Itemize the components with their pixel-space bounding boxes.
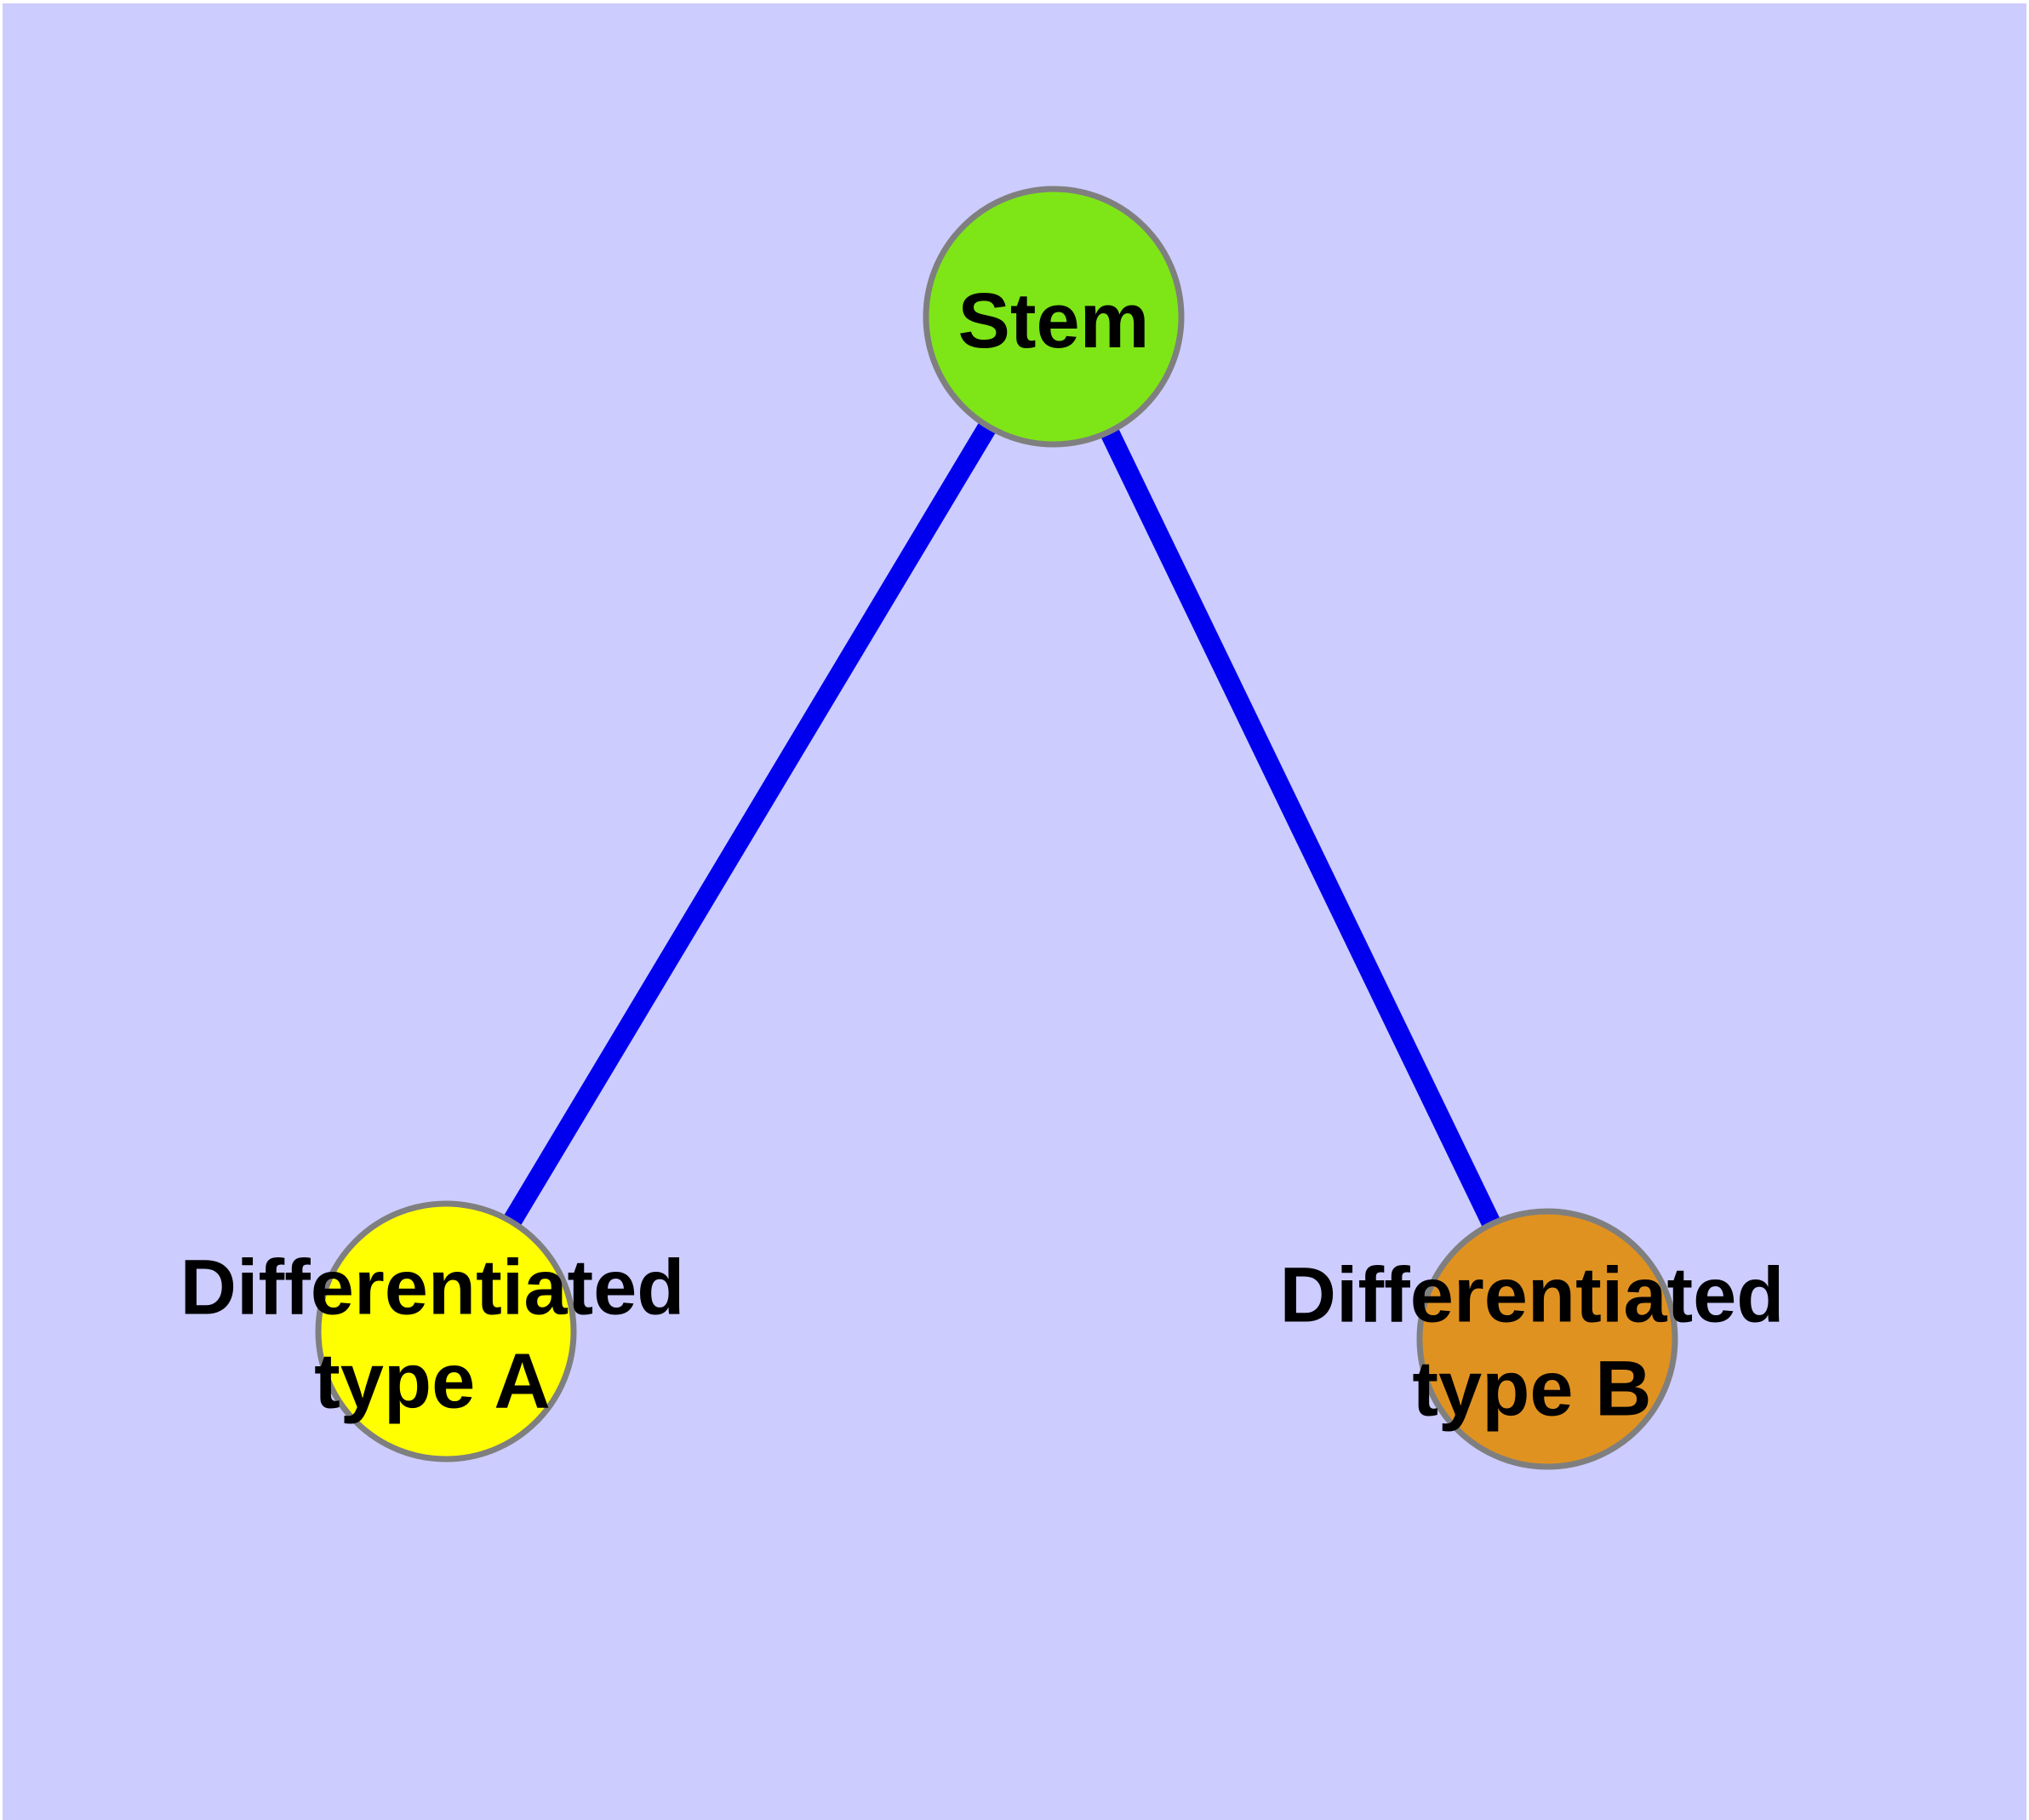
node-stem[interactable]	[923, 186, 1185, 448]
edge-stem-to-type-a[interactable]	[437, 312, 1062, 1336]
node-differentiated-type-a[interactable]	[315, 1200, 577, 1462]
node-differentiated-type-b[interactable]	[1416, 1208, 1678, 1470]
edge-stem-to-type-b[interactable]	[1044, 312, 1557, 1344]
